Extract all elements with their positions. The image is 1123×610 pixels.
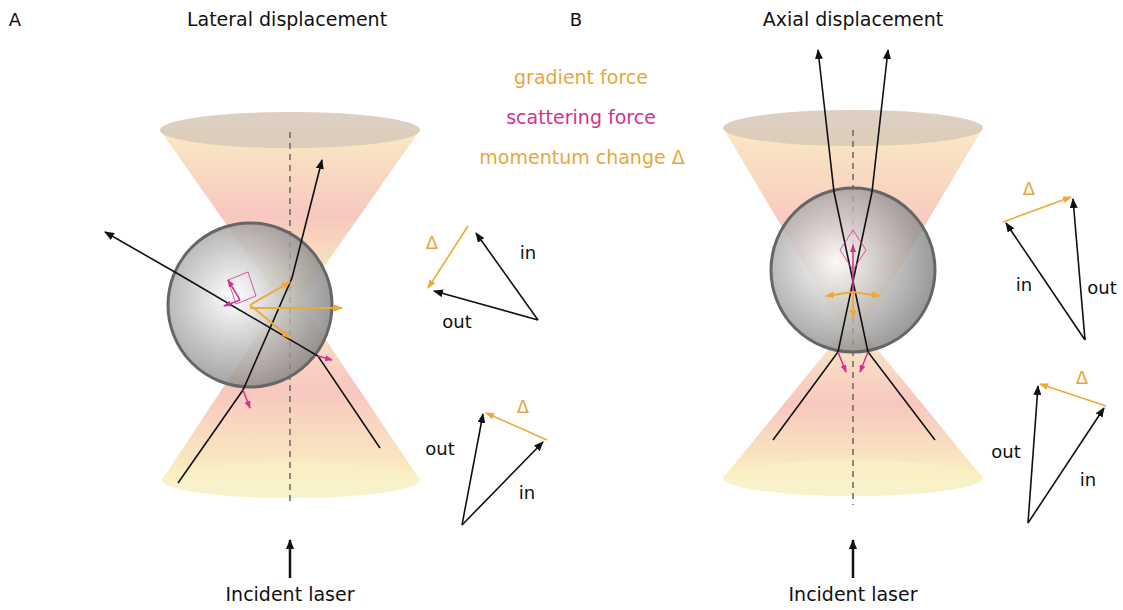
panel-letter: A — [9, 10, 21, 31]
momentum-triangles — [428, 197, 1106, 525]
delta-label: Δ — [1076, 368, 1088, 389]
beam-label: Incident laser — [789, 584, 918, 606]
vector-label: out — [991, 442, 1020, 463]
delta-label: Δ — [517, 397, 529, 418]
laser-beam-a — [105, 112, 420, 505]
vector-label: in — [520, 243, 536, 264]
panel-title: Lateral displacement — [187, 9, 387, 31]
legend-text: momentum change Δ — [479, 147, 684, 169]
vector-label: in — [519, 483, 535, 504]
delta-label: Δ — [1023, 179, 1035, 200]
vector-label: out — [442, 312, 471, 333]
vector-label: in — [1016, 275, 1032, 296]
beam-label: Incident laser — [226, 584, 355, 606]
panel-letter: B — [570, 10, 582, 31]
legend-text: gradient force — [514, 67, 648, 89]
vector-label: out — [425, 439, 454, 460]
vector-label: out — [1087, 278, 1116, 299]
panel-title: Axial displacement — [763, 9, 944, 31]
incident-arrow — [852, 540, 855, 578]
delta-label: Δ — [426, 233, 438, 254]
laser-beam-b — [723, 50, 983, 505]
legend-text: scattering force — [506, 107, 656, 129]
incident-arrow — [289, 540, 292, 578]
vector-label: in — [1080, 470, 1096, 491]
